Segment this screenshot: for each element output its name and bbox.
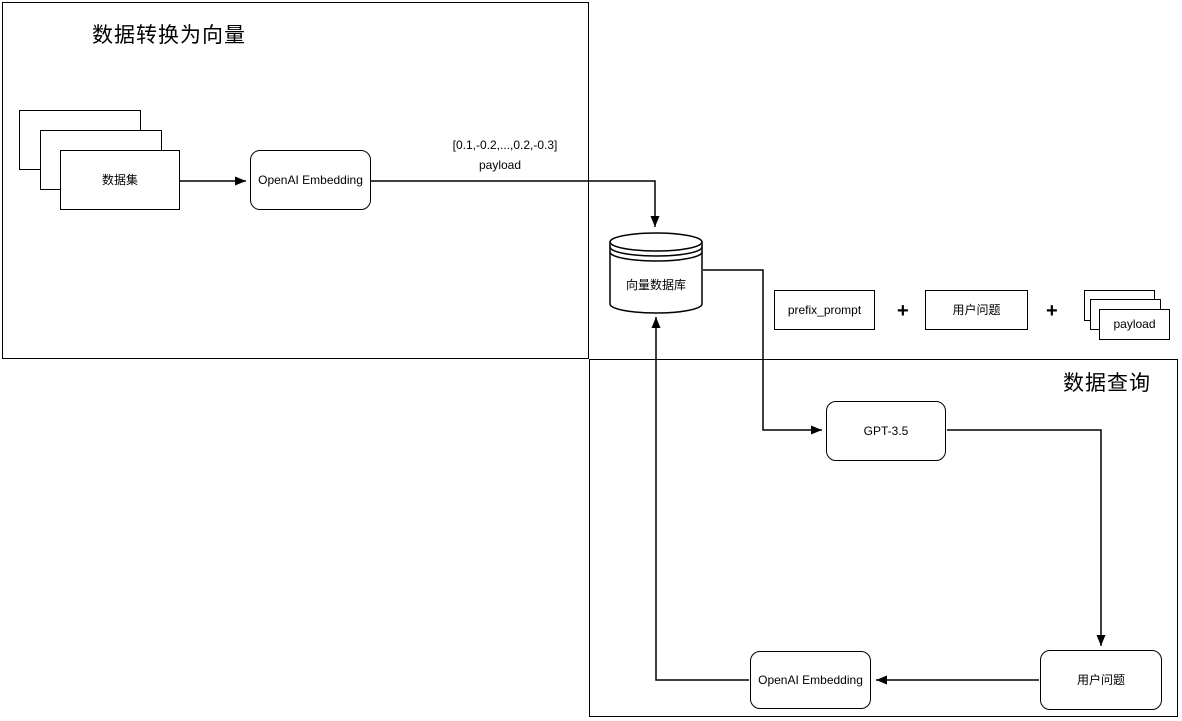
edge-label-vector: [0.1,-0.2,...,0.2,-0.3] [452,138,558,152]
database-cylinder-icon[interactable] [610,233,702,313]
vector-db-label: 向量数据库 [625,278,686,292]
edge-vectordb-to-gpt [703,270,822,435]
edge-embedding-to-vectordb [371,181,660,227]
edge-gpt-to-user-question [947,430,1106,646]
plus-operator-1: + [897,300,909,322]
section-ingest-title: 数据转换为向量 [92,24,246,47]
plus-operator-2: + [1046,300,1058,322]
section-query-frame [589,359,1178,717]
embedding-ingest-node[interactable]: OpenAI Embedding [250,150,371,210]
user-question-prompt-label: 用户问题 [952,302,1001,317]
prefix-prompt-label: prefix_prompt [787,302,862,317]
gpt-node[interactable]: GPT-3.5 [826,401,946,461]
prefix-prompt-node[interactable]: prefix_prompt [774,290,875,330]
edge-embedding-to-vectordb-up [651,317,749,680]
user-question-prompt-node[interactable]: 用户问题 [925,290,1028,330]
embedding-query-label: OpenAI Embedding [758,672,863,687]
user-question-label: 用户问题 [1076,672,1125,687]
section-query-title: 数据查询 [1063,372,1151,395]
user-question-node[interactable]: 用户问题 [1040,650,1162,710]
payload-node[interactable]: payload [1099,309,1170,340]
embedding-query-node[interactable]: OpenAI Embedding [750,651,871,709]
dataset-node[interactable]: 数据集 [60,150,180,210]
embedding-ingest-label: OpenAI Embedding [258,172,363,187]
dataset-label: 数据集 [101,172,138,187]
edge-label-payload: payload [478,158,522,172]
payload-label: payload [1113,317,1156,332]
gpt-label: GPT-3.5 [863,423,909,438]
